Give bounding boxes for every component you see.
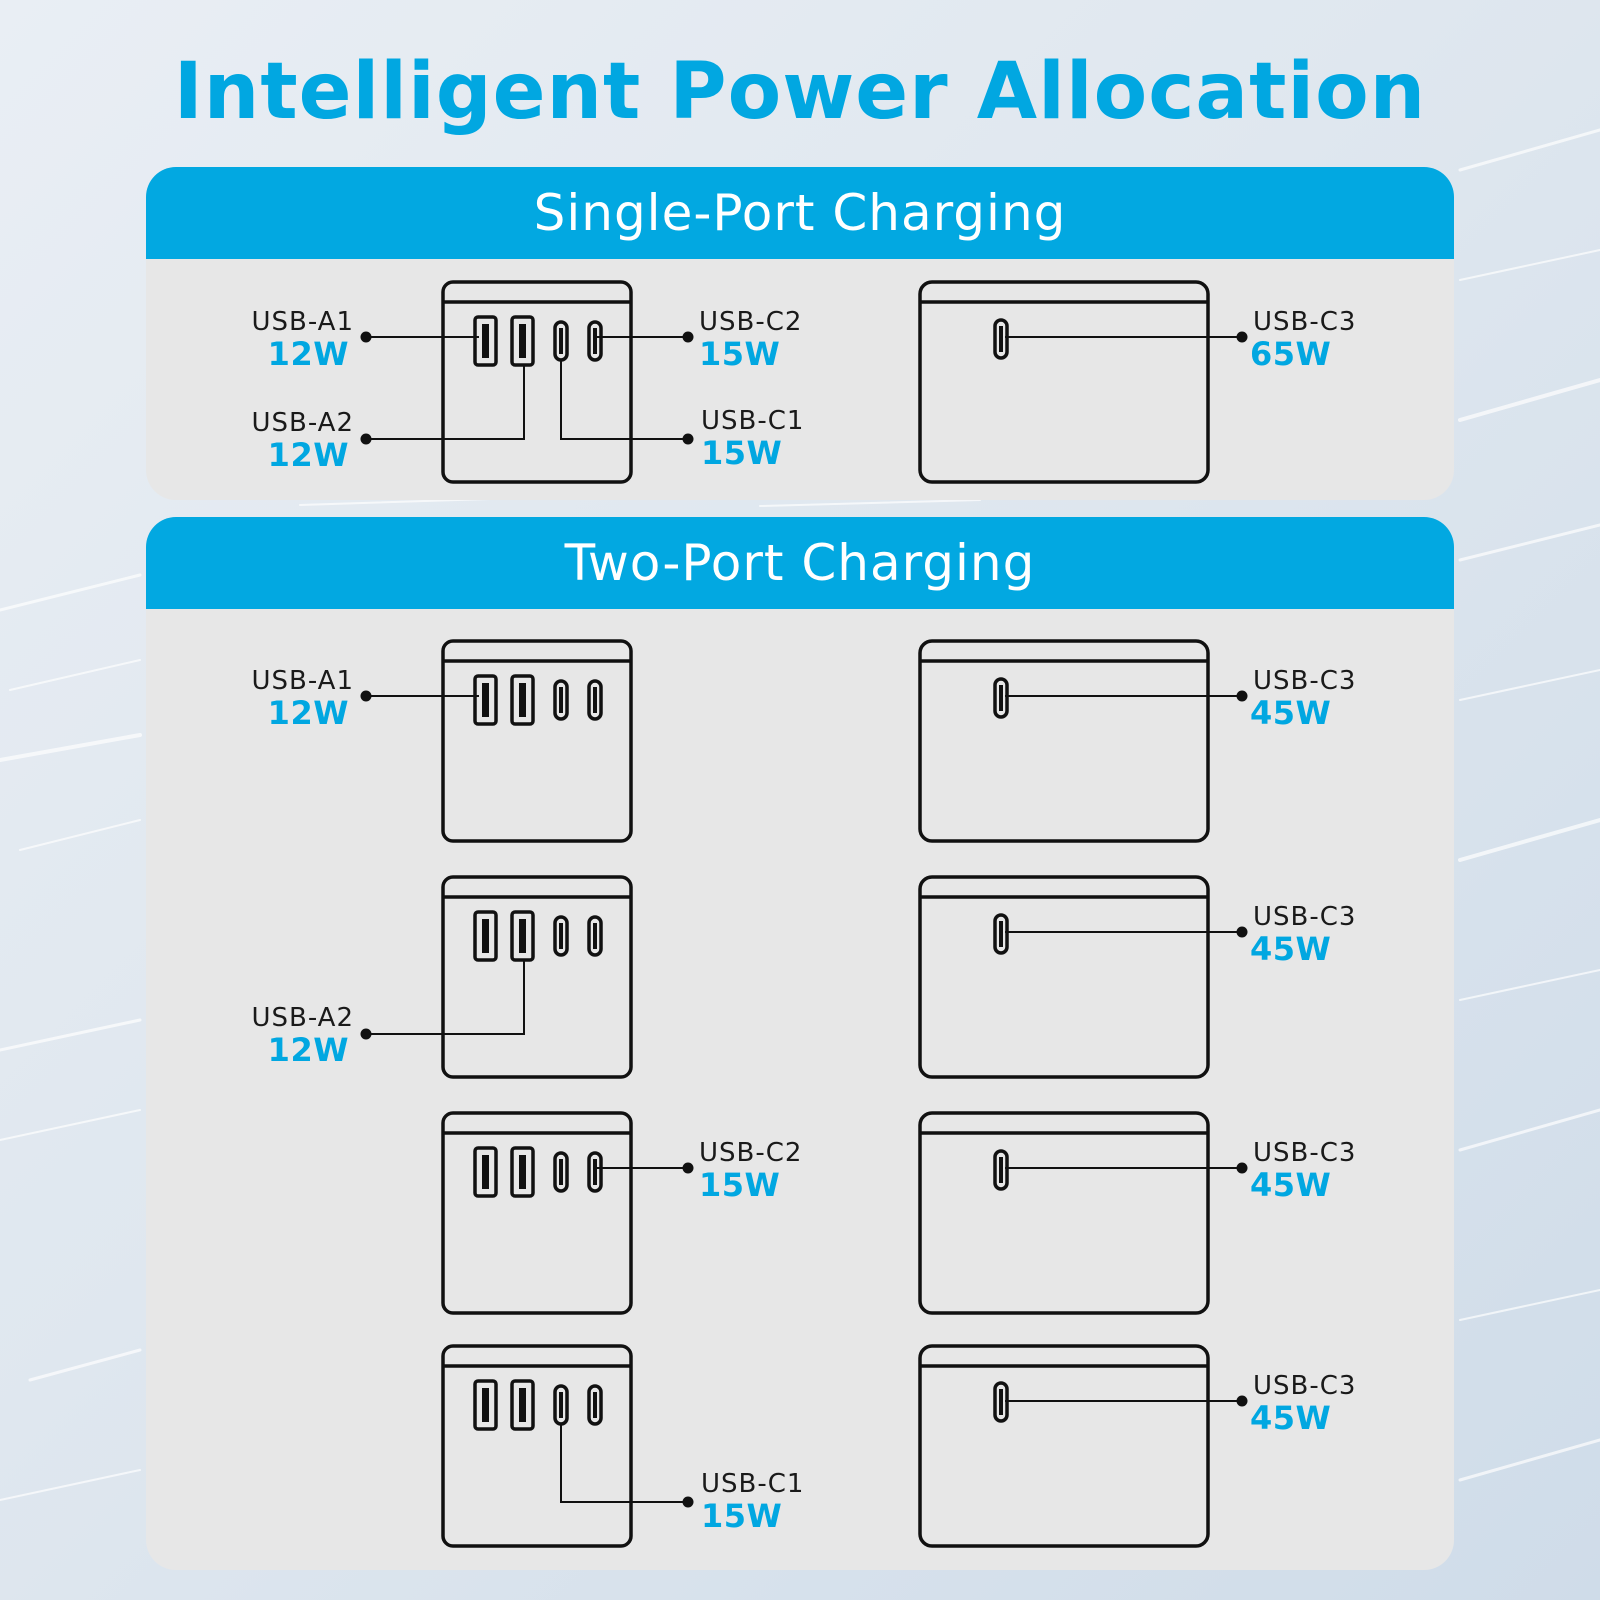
- label-usb-c1: USB-C1: [701, 406, 804, 436]
- port-fill-row-4: [482, 1388, 597, 1422]
- usb-c3-port-row-2: [999, 921, 1003, 947]
- charger-4-port-row-1: [441, 639, 633, 843]
- watt-row-4-right: 45W: [1250, 1399, 1331, 1437]
- charger-4-port-row-2: [441, 875, 633, 1079]
- watt-row-1-right: 45W: [1250, 694, 1331, 732]
- watt-row-1-left: 12W: [268, 694, 349, 732]
- label-row-2-left: USB-A2: [251, 1003, 354, 1033]
- connector-dots-single: [360, 331, 694, 445]
- label-row-3-left: USB-C2: [699, 1138, 802, 1168]
- label-row-1-left: USB-A1: [251, 666, 354, 696]
- charger-4-port-row-4: [441, 1344, 633, 1548]
- usb-c3-port-row-4: [999, 1389, 1003, 1415]
- label-usb-a1: USB-A1: [251, 307, 354, 337]
- label-row-1-right: USB-C3: [1253, 666, 1356, 696]
- port-fill-row-1: [482, 683, 597, 717]
- charger-1-port-row-2: [918, 875, 1210, 1079]
- watt-row-2-right: 45W: [1250, 930, 1331, 968]
- connector-dot-row-3-left: [682, 1162, 694, 1174]
- port-fill-row-2: [482, 919, 597, 953]
- watt-row-3-left: 15W: [699, 1166, 780, 1204]
- charger-4-port-single: [441, 280, 633, 484]
- connector-dot-row-3-right: [1236, 1162, 1248, 1174]
- connector-lines-single: [366, 336, 688, 440]
- label-row-2-right: USB-C3: [1253, 902, 1356, 932]
- label-row-4-left: USB-C1: [701, 1469, 804, 1499]
- watt-row-4-left: 15W: [701, 1497, 782, 1535]
- connector-row-4-left: [560, 1424, 688, 1503]
- usb-c3-port-single: [999, 326, 1003, 352]
- connector-dot-row-4-right: [1236, 1395, 1248, 1407]
- port-fill-single: [482, 324, 597, 358]
- connector-dot-c3-single: [1236, 331, 1248, 343]
- charger-1-port-row-1: [918, 639, 1210, 843]
- label-row-3-right: USB-C3: [1253, 1138, 1356, 1168]
- label-usb-a2: USB-A2: [251, 408, 354, 438]
- watt-row-2-left: 12W: [268, 1031, 349, 1069]
- usb-c3-port-row-3: [999, 1157, 1003, 1183]
- watt-usb-a2: 12W: [268, 436, 349, 474]
- label-usb-c3-single: USB-C3: [1253, 307, 1356, 337]
- page-title: Intelligent Power Allocation: [173, 47, 1427, 137]
- connector-dot-row-4-left: [682, 1496, 694, 1508]
- single-port-header: Single-Port Charging: [146, 167, 1454, 259]
- connector-dot-row-1-left: [360, 690, 372, 702]
- usb-c3-port-row-1: [999, 685, 1003, 711]
- watt-row-3-right: 45W: [1250, 1166, 1331, 1204]
- two-port-header: Two-Port Charging: [146, 517, 1454, 609]
- connector-dot-row-1-right: [1236, 690, 1248, 702]
- connector-dot-row-2-left: [360, 1028, 372, 1040]
- connector-dot-row-2-right: [1236, 926, 1248, 938]
- label-usb-c2: USB-C2: [699, 307, 802, 337]
- watt-usb-a1: 12W: [268, 335, 349, 373]
- watt-usb-c1: 15W: [701, 434, 782, 472]
- charger-4-port-row-3: [441, 1111, 633, 1315]
- label-row-4-right: USB-C3: [1253, 1371, 1356, 1401]
- port-fill-row-3: [482, 1155, 597, 1189]
- charger-1-port-row-4: [918, 1344, 1210, 1548]
- watt-usb-c3-single: 65W: [1250, 335, 1331, 373]
- charger-1-port-row-3: [918, 1111, 1210, 1315]
- charger-1-port-single: [918, 280, 1210, 484]
- watt-usb-c2: 15W: [699, 335, 780, 373]
- connector-row-2-left: [366, 960, 525, 1035]
